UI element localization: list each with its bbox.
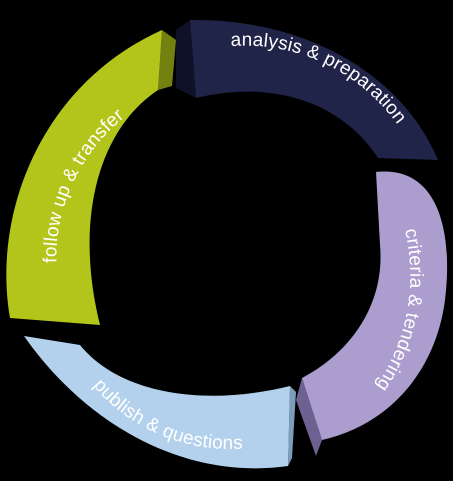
segment-analysis-face xyxy=(190,19,438,161)
segment-criteria-side xyxy=(296,378,322,456)
segment-publish-questions: publish & questions xyxy=(24,336,296,469)
segment-criteria-face xyxy=(302,171,448,440)
segment-analysis-side xyxy=(176,20,196,98)
segment-publish-face xyxy=(24,336,290,469)
segment-followup-side xyxy=(158,30,176,90)
segment-publish-side xyxy=(288,386,296,466)
segment-analysis-preparation: analysis & preparation xyxy=(176,19,438,161)
segment-follow-up-transfer: follow up & transfer xyxy=(6,30,176,325)
segment-followup-face xyxy=(6,30,162,325)
segment-criteria-tendering: criteria & tendering xyxy=(296,171,448,456)
